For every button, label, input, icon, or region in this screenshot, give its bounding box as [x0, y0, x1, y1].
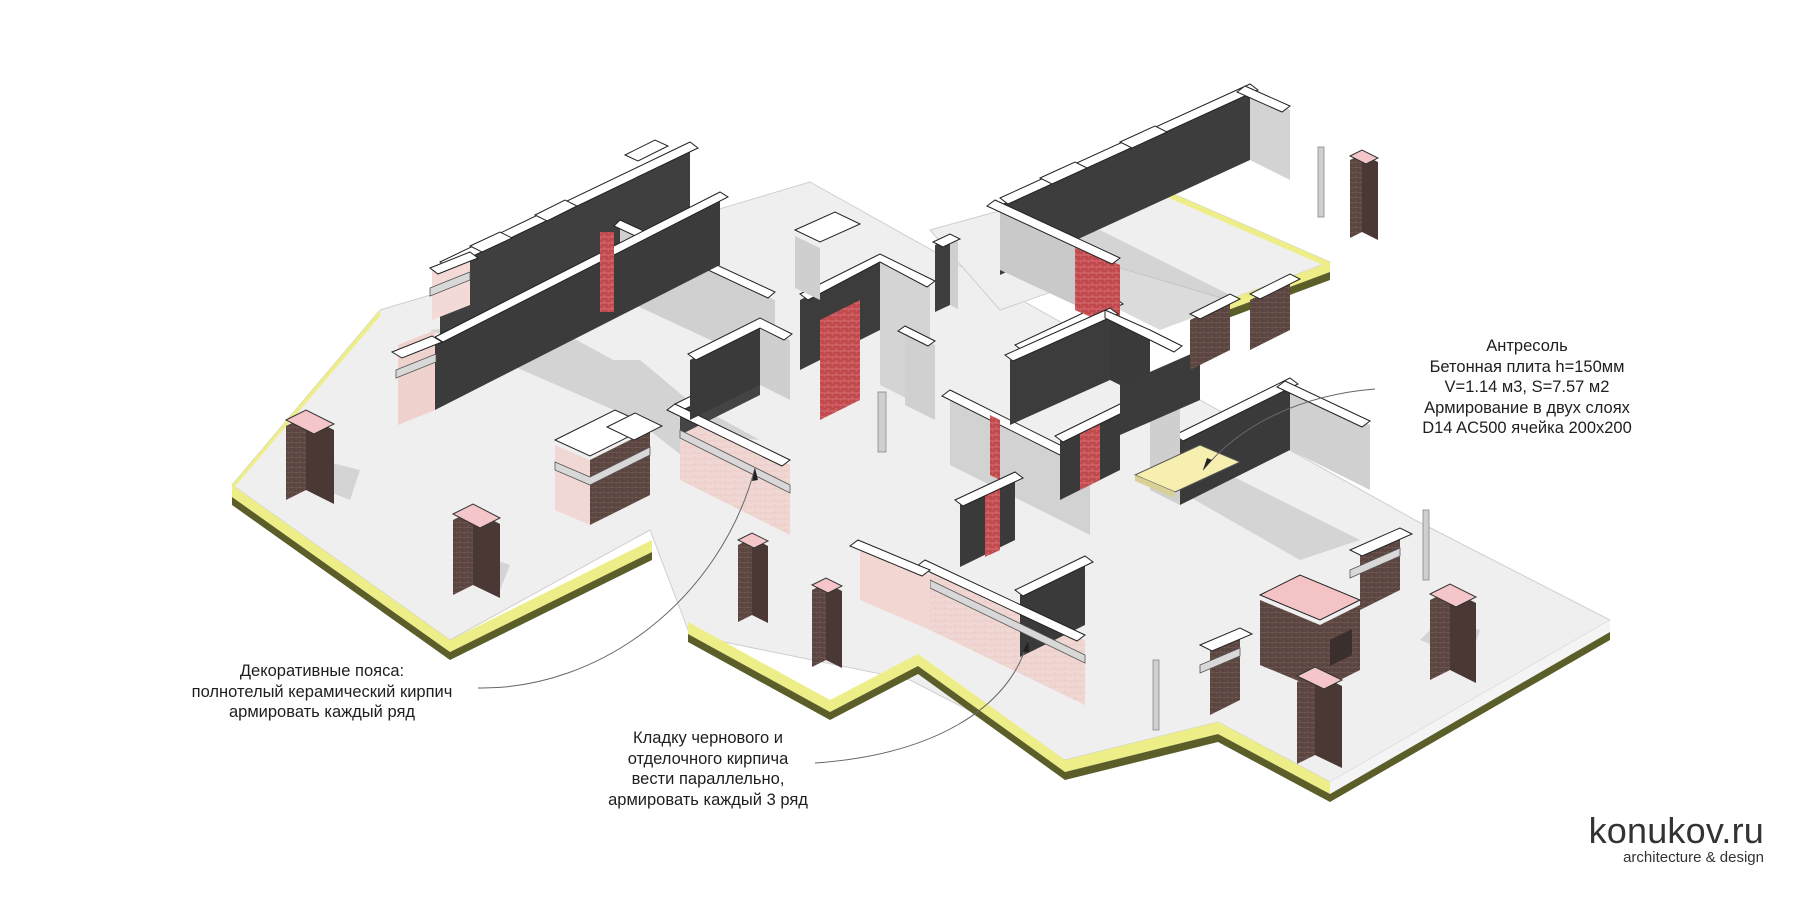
- left-bay: [553, 409, 664, 525]
- brick-pillar: [736, 532, 770, 623]
- left-wing-walls: [390, 139, 793, 535]
- annotation-line: отделочного кирпича: [627, 749, 789, 768]
- slab-edge-left: [232, 485, 450, 652]
- annotation-line: Декоративные пояса:: [239, 662, 405, 680]
- leader-arrowheads: [752, 458, 1212, 652]
- annotation-line: V=1.14 м3, S=7.57 м2: [1444, 378, 1610, 396]
- annotation-line: вести параллельно,: [631, 770, 785, 788]
- annotation-line: Армирование в двух слоях: [1424, 398, 1630, 417]
- arrowhead-mezzanine: [1203, 458, 1212, 470]
- brand-name: konukov.ru: [1588, 810, 1764, 851]
- arrowhead-belts: [752, 468, 758, 481]
- slab-edge-middle: [688, 622, 830, 712]
- annotation-mezzanine: Антресоль Бетонная плита h=150мм V=1.14 …: [1362, 336, 1692, 439]
- annotation-decorative-belts: Декоративные пояса: полнотелый керамичес…: [172, 661, 472, 723]
- mezzanine-slab: [1133, 444, 1242, 498]
- brick-pillar: [451, 503, 502, 598]
- brand-tagline: architecture & design: [1623, 849, 1764, 866]
- brand-logo: konukov.ru architecture & design: [1589, 812, 1764, 866]
- right-wing-walls: [986, 83, 1371, 505]
- leader-line-mezzanine: [1202, 388, 1376, 471]
- brick-pillar: [1348, 149, 1380, 240]
- annotation-line: полнотелый керамический кирпич: [191, 682, 453, 701]
- annotation-line: армировать каждый ряд: [228, 703, 416, 721]
- slab-edge-right: [1065, 722, 1218, 772]
- steel-posts: [877, 146, 1430, 731]
- arrowhead-masonry: [1023, 640, 1029, 652]
- brick-pillar: [1428, 583, 1478, 683]
- brick-pillar: [810, 577, 844, 668]
- leader-line-belts: [477, 467, 756, 689]
- right-bays: [1188, 273, 1414, 715]
- brick-pillars: [284, 149, 1478, 768]
- brick-pillar: [284, 409, 336, 504]
- brick-pillar: [1295, 666, 1344, 768]
- leader-line-masonry: [814, 639, 1029, 764]
- annotation-line: Кладку чернового и: [633, 729, 783, 747]
- leader-lines: [477, 388, 1376, 764]
- annotation-line: Антресоль: [1486, 337, 1568, 355]
- annotation-line: Бетонная плита h=150мм: [1429, 357, 1625, 376]
- annotation-line: армировать каждый 3 ряд: [608, 790, 808, 809]
- annotation-masonry: Кладку чернового и отделочного кирпича в…: [563, 728, 853, 810]
- annotation-line: D14 AC500 ячейка 200х200: [1422, 419, 1632, 437]
